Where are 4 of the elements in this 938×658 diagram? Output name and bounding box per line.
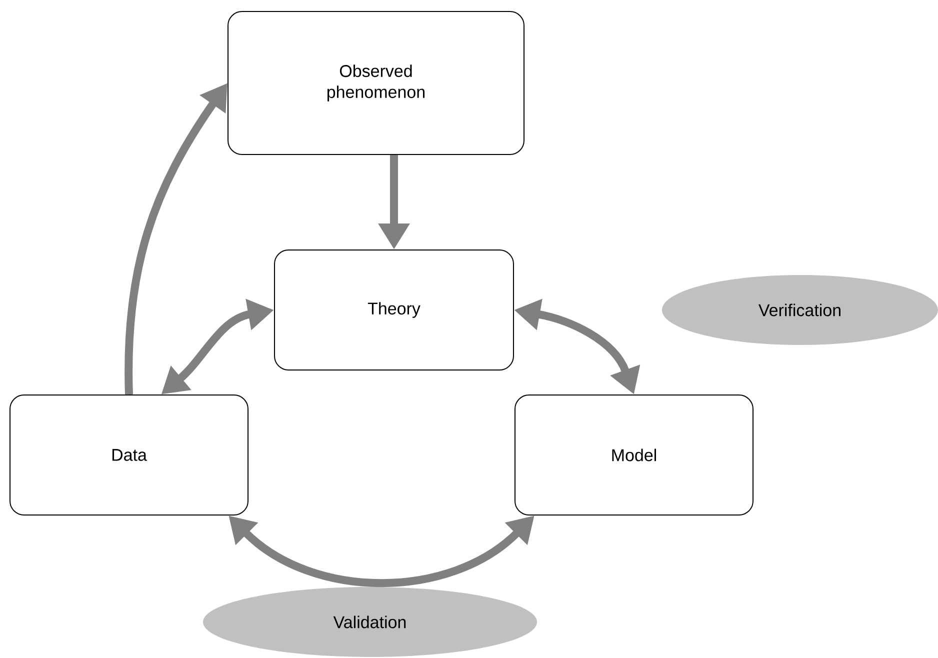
process-box: Theory (274, 250, 514, 370)
process-box: Model (514, 394, 754, 516)
process-box: Observed phenomenon (228, 11, 524, 155)
process-box: Data (10, 394, 248, 516)
